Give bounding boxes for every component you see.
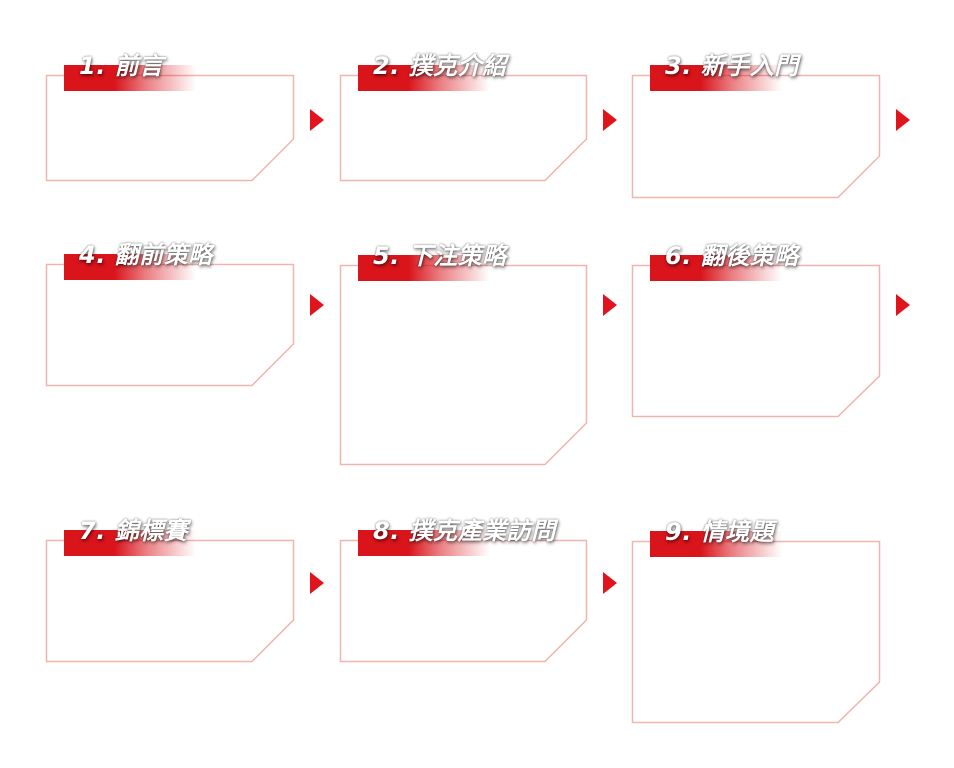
card-tab — [650, 531, 782, 557]
card-frame — [45, 539, 295, 663]
card-title: 2. 撲克介紹 — [373, 52, 507, 80]
chapter-card-2[interactable]: 2. 撲克介紹 — [339, 52, 588, 182]
card-frame — [45, 263, 295, 387]
card-tab — [64, 65, 196, 91]
triangle-right-icon — [896, 109, 910, 131]
card-title: 8. 撲克產業訪問 — [373, 517, 556, 545]
chapter-card-1[interactable]: 1. 前言 — [45, 52, 295, 182]
card-title: 4. 翻前策略 — [79, 241, 213, 269]
card-frame — [339, 264, 588, 466]
card-frame — [631, 540, 881, 724]
card-frame — [339, 74, 588, 182]
card-frame — [45, 74, 295, 182]
chapter-card-3[interactable]: 3. 新手入門 — [631, 52, 881, 199]
chapter-card-8[interactable]: 8. 撲克產業訪問 — [339, 517, 588, 663]
card-tab — [358, 255, 490, 281]
card-tab — [64, 530, 196, 556]
card-tab — [650, 255, 782, 281]
chapter-card-6[interactable]: 6. 翻後策略 — [631, 242, 881, 418]
card-tab — [650, 65, 782, 91]
triangle-right-icon — [310, 109, 324, 131]
chapter-card-4[interactable]: 4. 翻前策略 — [45, 241, 295, 387]
triangle-right-icon — [603, 294, 617, 316]
card-title: 3. 新手入門 — [665, 52, 799, 80]
card-title: 9. 情境題 — [665, 518, 775, 546]
card-tab — [64, 254, 196, 280]
card-title: 6. 翻後策略 — [665, 242, 799, 270]
card-title: 1. 前言 — [79, 52, 164, 80]
triangle-right-icon — [896, 294, 910, 316]
card-tab — [358, 530, 490, 556]
triangle-right-icon — [603, 572, 617, 594]
card-title: 5. 下注策略 — [373, 242, 507, 270]
card-frame — [631, 264, 881, 418]
triangle-right-icon — [603, 109, 617, 131]
chapter-card-9[interactable]: 9. 情境題 — [631, 518, 881, 724]
card-frame — [339, 539, 588, 663]
triangle-right-icon — [310, 294, 324, 316]
card-title: 7. 錦標賽 — [79, 517, 189, 545]
chapter-card-7[interactable]: 7. 錦標賽 — [45, 517, 295, 663]
card-tab — [358, 65, 490, 91]
triangle-right-icon — [310, 572, 324, 594]
card-frame — [631, 74, 881, 199]
chapter-card-5[interactable]: 5. 下注策略 — [339, 242, 588, 466]
